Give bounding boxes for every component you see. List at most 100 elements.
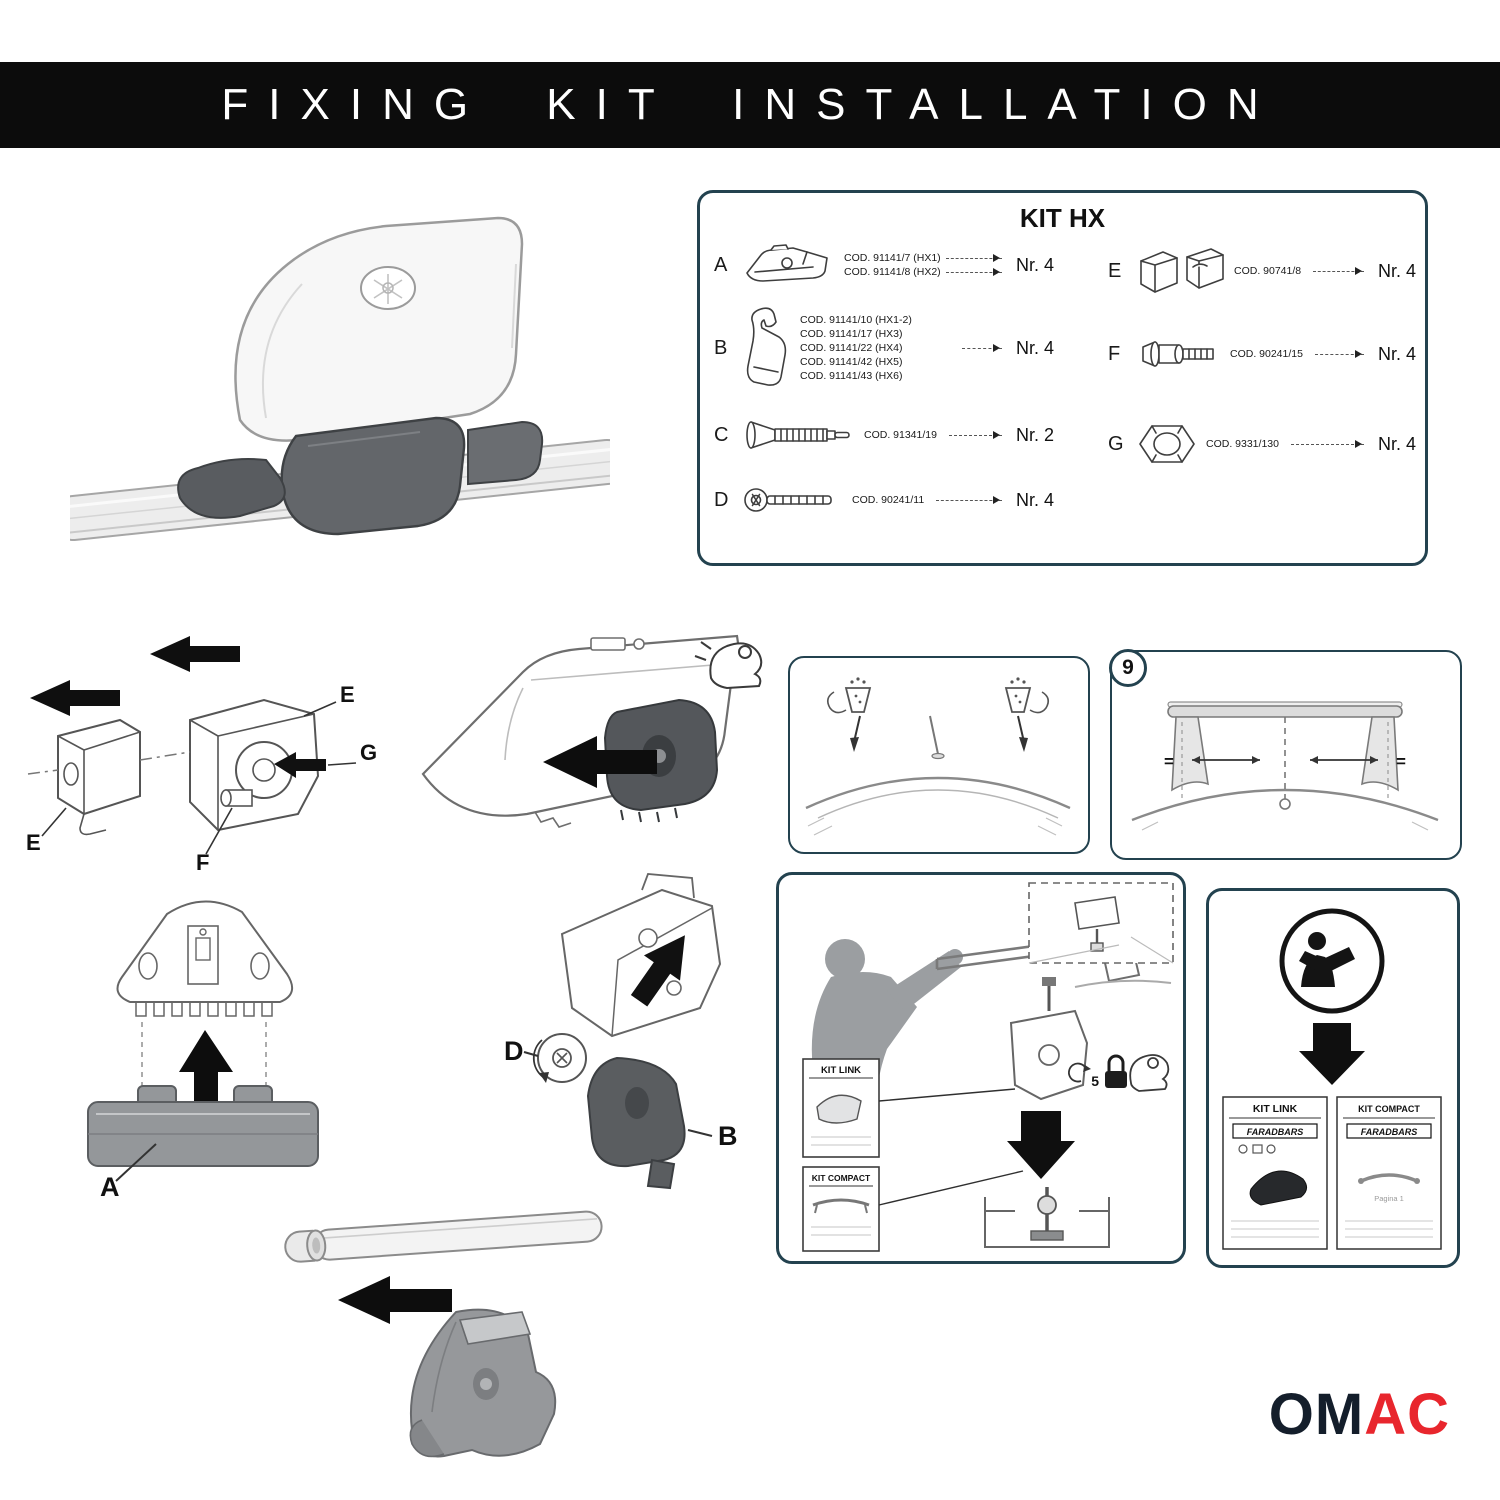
dashed-arrow xyxy=(936,495,1002,504)
page-title: FIXING KIT INSTALLATION xyxy=(221,80,1279,129)
manual-reference-svg: KIT LINK FARADBARS KIT COMPACT FARADBARS… xyxy=(1222,908,1442,1250)
part-code: COD. 90241/15 xyxy=(1230,348,1303,360)
bar-product-image xyxy=(1360,1173,1418,1183)
clamp-assembly-svg: D B xyxy=(504,873,738,1190)
omac-logo: OMAC xyxy=(1230,1386,1450,1444)
kit-link-card: KIT LINK xyxy=(802,1058,880,1158)
dashed-arrow xyxy=(948,430,1002,439)
bar-slide-svg xyxy=(284,1210,603,1458)
torque-value: 5 xyxy=(1091,1073,1099,1089)
dashed-arrow xyxy=(961,343,1002,352)
part-label-b: B xyxy=(714,336,728,359)
brand-logo-text: FARADBARS xyxy=(1361,1127,1418,1137)
part-qty: Nr. 4 xyxy=(1377,260,1416,281)
roof-rack-foot-render xyxy=(50,216,630,542)
roof-measure-panel-2: 9 = = xyxy=(1109,649,1462,860)
dashed-arrow xyxy=(945,253,1002,262)
foot-product-image xyxy=(1249,1170,1307,1206)
slide-left-arrow-icon xyxy=(338,1276,452,1324)
part-label-d: D xyxy=(714,488,729,511)
kit-row-f: F COD. 90241/15 Nr. 4 xyxy=(1108,335,1416,373)
part-c-icon xyxy=(741,417,857,453)
down-arrow-icon xyxy=(1299,1023,1365,1085)
part-code: COD. 91141/8 (HX2) xyxy=(844,266,941,278)
pad-mount-diagram: A xyxy=(52,882,362,1202)
padlock-icon xyxy=(1105,1054,1127,1088)
insert-left-arrow-icon xyxy=(543,736,657,788)
kit-row-b: B COD. 91141/10 (HX1-2) COD. 91141/17 (H… xyxy=(714,305,1054,391)
part-label-a: A xyxy=(714,253,728,276)
pad-mount-svg: A xyxy=(87,900,319,1202)
brand-logo-text: FARADBARS xyxy=(1247,1127,1304,1137)
part-code: COD. 91141/22 (HX4) xyxy=(800,342,903,354)
kit-compact-card-title: KIT COMPACT xyxy=(812,1173,871,1183)
card-title: KIT LINK xyxy=(1253,1103,1298,1115)
up-right-arrow-icon xyxy=(630,935,685,1007)
step-9-badge: 9 xyxy=(1109,649,1147,687)
step-number: 9 xyxy=(1122,656,1134,679)
installation-svg: KIT LINK KIT COMPACT 5 xyxy=(802,882,1174,1252)
left-block-arrow-icon xyxy=(150,636,240,672)
plumb-bob xyxy=(1279,798,1291,810)
part-a-icon xyxy=(741,243,837,287)
part-code: COD. 91341/19 xyxy=(864,429,937,441)
part-code: COD. 91141/10 (HX1-2) xyxy=(800,314,912,326)
kit-link-reference-card: KIT LINK FARADBARS xyxy=(1222,1096,1328,1250)
kit-row-d: D COD. 90241/11 Nr. 4 xyxy=(714,485,1054,515)
part-qty: Nr. 4 xyxy=(1377,433,1416,454)
left-block-arrow-icon xyxy=(30,680,120,716)
clamp-assembly-diagram: D B xyxy=(412,868,772,1198)
part-b-icon xyxy=(741,305,793,391)
exploded-view-diagram: E G F E xyxy=(22,632,382,882)
part-qty: Nr. 4 xyxy=(1015,489,1054,510)
equal-mark-right: = xyxy=(1396,752,1406,771)
read-manual-icon xyxy=(1279,908,1385,1014)
part-label-g: G xyxy=(1108,432,1124,455)
logo-om: OM xyxy=(1268,1382,1365,1447)
kit-box-title: KIT HX xyxy=(1019,203,1106,233)
part-code: COD. 91141/43 (HX6) xyxy=(800,370,903,382)
part-label-f: F xyxy=(1108,342,1121,365)
kit-link-card-title: KIT LINK xyxy=(821,1065,861,1076)
roof-rack-foot-illustration xyxy=(50,168,630,578)
part-b-codes: COD. 91141/10 (HX1-2) COD. 91141/17 (HX3… xyxy=(800,314,950,382)
dashed-arrow xyxy=(945,267,1002,276)
label-e-top: E xyxy=(340,682,355,707)
muscle-arm-icon xyxy=(1129,1054,1170,1092)
part-code: COD. 90241/11 xyxy=(852,494,925,506)
part-code: COD. 91141/17 (HX3) xyxy=(800,328,903,340)
bar-slide-diagram xyxy=(218,1172,608,1472)
exploded-view-svg: E G F E xyxy=(26,636,377,875)
label-e-left: E xyxy=(26,830,41,855)
installation-panel: KIT LINK KIT COMPACT 5 xyxy=(776,872,1186,1264)
card-title: KIT COMPACT xyxy=(1358,1104,1420,1114)
part-g-icon xyxy=(1135,421,1199,467)
down-arrow-icon xyxy=(1007,1111,1075,1179)
dashed-arrow xyxy=(1313,266,1364,275)
dashed-arrow xyxy=(1314,349,1364,358)
foot-housing-svg xyxy=(421,634,763,828)
label-b: B xyxy=(718,1121,738,1151)
part-qty: Nr. 4 xyxy=(1015,254,1054,275)
up-arrow-icon xyxy=(179,1030,233,1102)
muscle-arm-icon xyxy=(694,641,763,690)
part-f-icon xyxy=(1135,335,1223,373)
hand-pour-icon-left xyxy=(826,677,872,752)
roof-measure-2-svg: = = xyxy=(1131,701,1439,831)
hand-pour-icon-right xyxy=(1004,677,1050,752)
part-qty: Nr. 4 xyxy=(1015,337,1054,358)
part-e-icon xyxy=(1135,245,1227,297)
foot-housing-diagram xyxy=(395,622,775,892)
part-a-codes: COD. 91141/7 (HX1) COD. 91141/8 (HX2) xyxy=(844,252,1007,278)
kit-compact-card: KIT COMPACT xyxy=(802,1166,880,1252)
part-d-icon xyxy=(741,485,845,515)
roof-measure-panel-1 xyxy=(788,656,1090,854)
roof-measure-1-svg xyxy=(805,677,1071,836)
kit-row-e: E COD. 90741/8 Nr. 4 xyxy=(1108,245,1416,297)
part-qty: Nr. 4 xyxy=(1377,343,1416,364)
logo-ac: AC xyxy=(1364,1382,1450,1447)
part-label-e: E xyxy=(1108,259,1122,282)
g-insert-arrow-icon xyxy=(274,752,326,778)
manual-reference-panel: KIT LINK FARADBARS KIT COMPACT FARADBARS… xyxy=(1206,888,1460,1268)
kit-parts-box: KIT HX A COD. 91141/7 (HX1) COD. 91141/8… xyxy=(697,190,1428,566)
